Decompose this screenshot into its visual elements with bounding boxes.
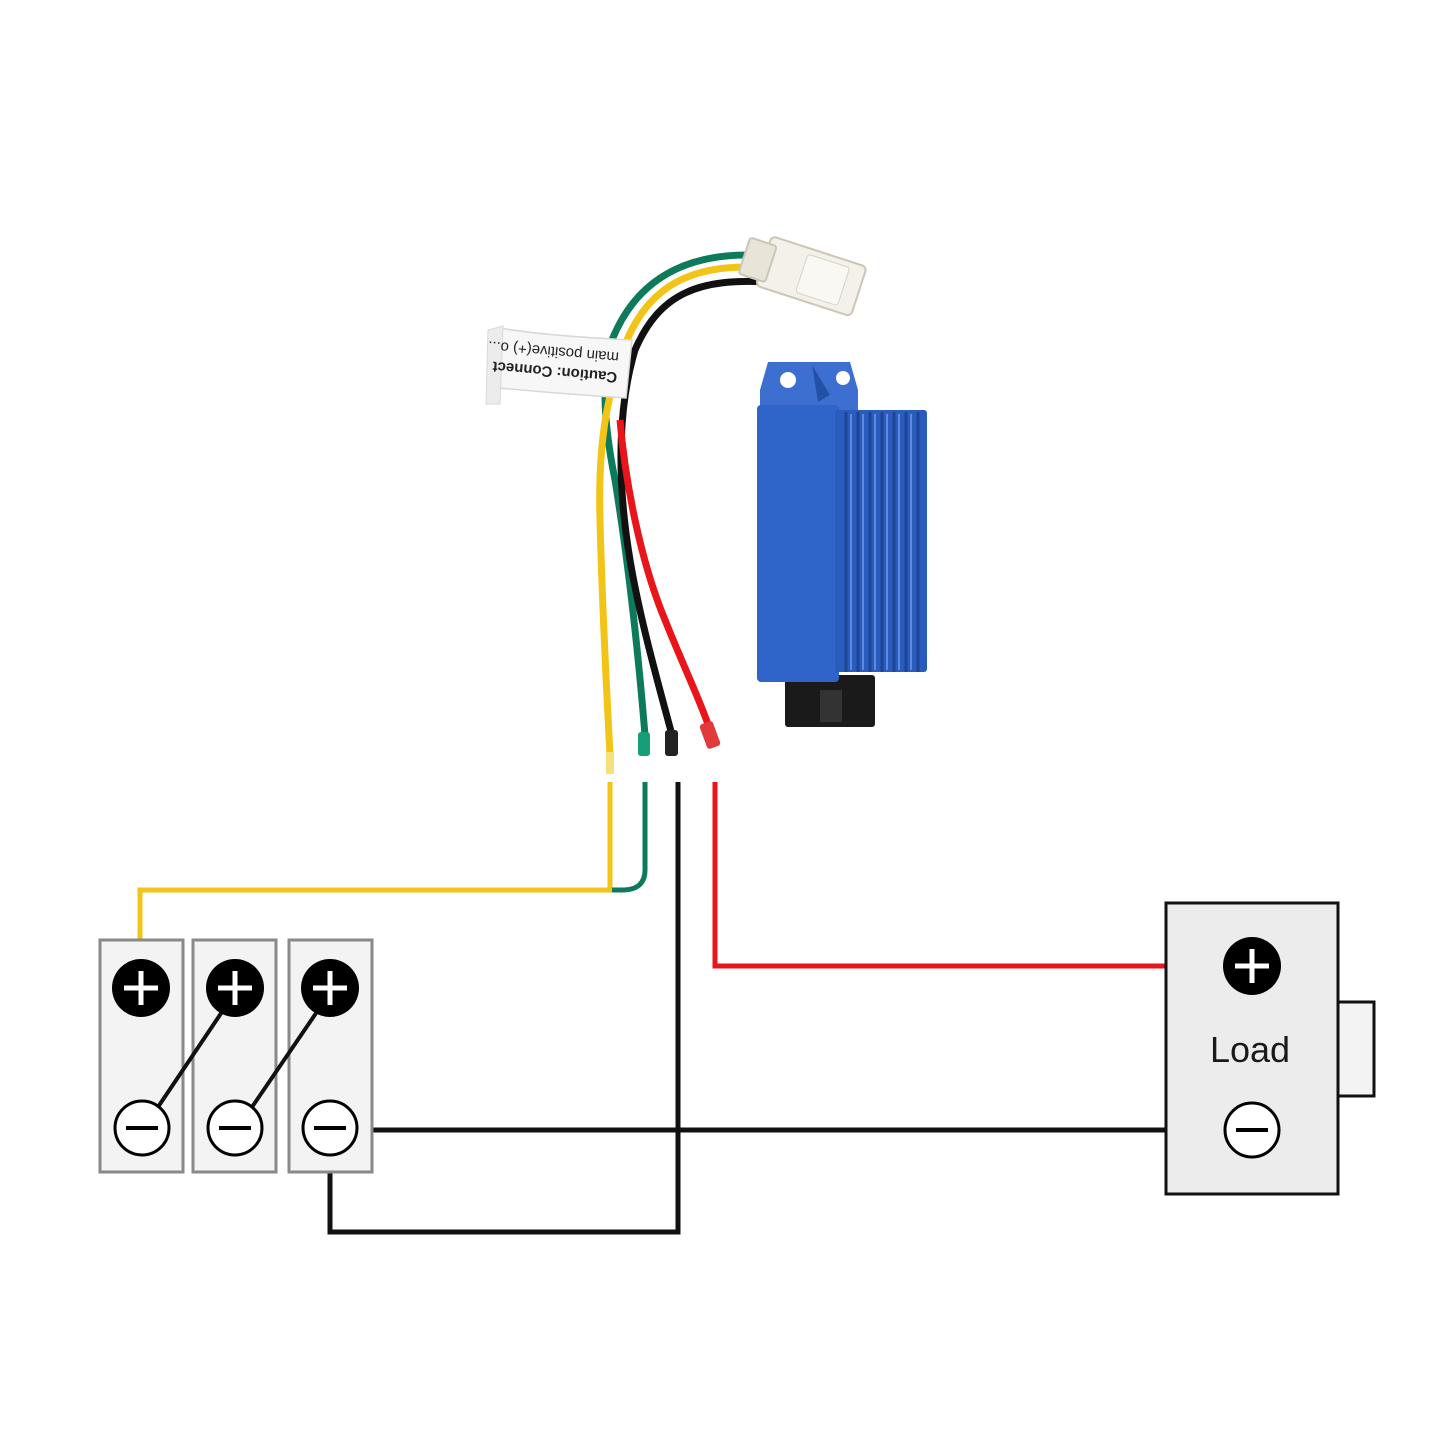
heat-sink-fins <box>844 412 920 672</box>
battery-1-positive-icon <box>112 959 170 1017</box>
harness-black-wire <box>617 277 771 736</box>
black-wire <box>327 782 681 1235</box>
black-wire-tip <box>665 730 678 756</box>
caution-tag: Caution: Connect main positive(+) o... <box>485 325 633 405</box>
mounting-hole-right <box>836 371 850 385</box>
mounting-hole-left <box>780 372 796 388</box>
series-link-2-3 <box>248 998 327 1112</box>
connector-plug <box>738 236 867 317</box>
green-wire-tip <box>638 732 650 756</box>
green-wire <box>612 782 648 893</box>
load-label: Load <box>1210 1029 1290 1070</box>
battery-2-negative-icon <box>206 1099 264 1157</box>
load-negative-icon <box>1223 1101 1281 1159</box>
series-link-1-2 <box>154 998 232 1112</box>
regulator-harness: Caution: Connect main positive(+) o... <box>485 236 867 774</box>
regulator-body <box>757 362 927 727</box>
load-positive-icon <box>1223 937 1281 995</box>
battery-1-negative-icon <box>113 1099 171 1157</box>
battery-3-negative-icon <box>301 1099 359 1157</box>
red-wire <box>712 782 1225 969</box>
harness-yellow-wire <box>596 263 771 756</box>
yellow-wire-tip <box>606 752 614 774</box>
battery-3-positive-icon <box>301 959 359 1017</box>
harness-red-wire <box>616 419 714 732</box>
load-tab <box>1335 1000 1376 1098</box>
yellow-wire <box>137 782 613 968</box>
red-wire-tip <box>699 721 721 749</box>
battery-2-positive-icon <box>206 959 264 1017</box>
